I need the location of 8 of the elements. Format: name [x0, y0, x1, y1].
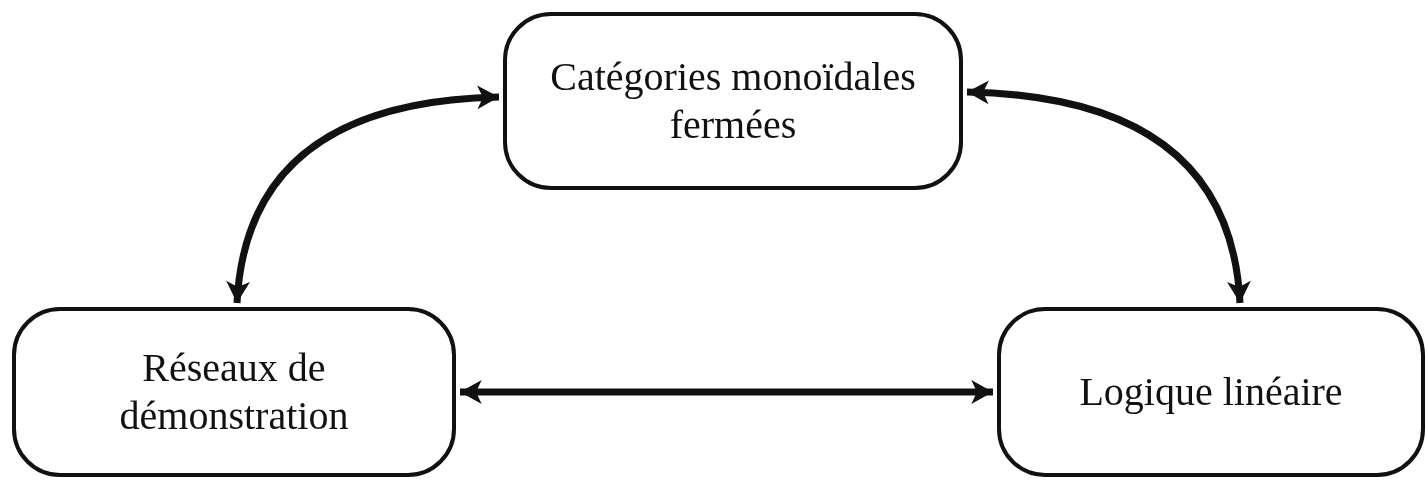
rounded-box	[997, 307, 1425, 477]
rounded-box	[12, 307, 456, 477]
box-label: Réseaux de démonstration	[118, 344, 350, 440]
box-label: Catégories monoïdales fermées	[549, 53, 917, 149]
double-arrow	[966, 81, 1250, 304]
rounded-box	[503, 12, 963, 190]
double-arrow	[227, 86, 500, 304]
box-label: Logique linéaire	[1079, 368, 1343, 416]
